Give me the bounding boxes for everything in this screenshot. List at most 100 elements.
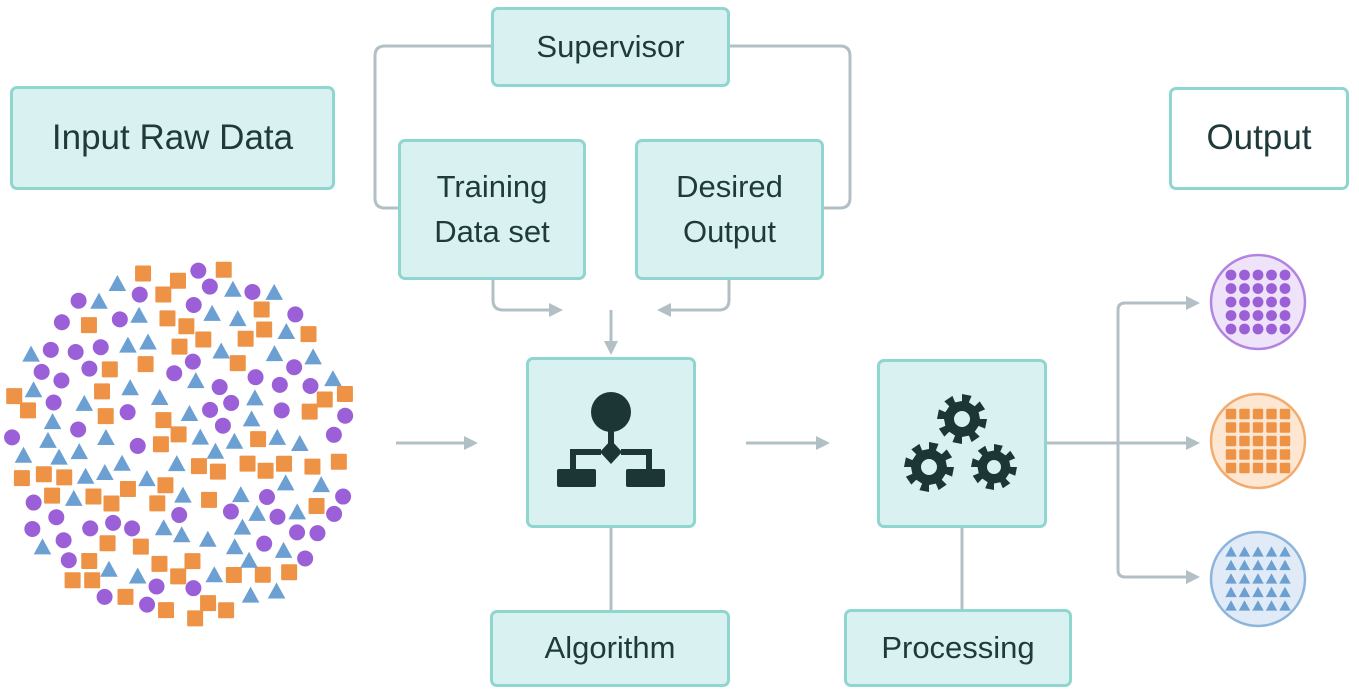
triangle-cluster-item xyxy=(1279,600,1291,611)
circle-cluster-item xyxy=(1279,296,1291,308)
triangle-cluster-item xyxy=(1238,586,1251,598)
triangle-data-point xyxy=(33,538,52,555)
blue-triangles-cluster xyxy=(1209,530,1307,628)
circle-data-point xyxy=(96,588,113,605)
square-data-point xyxy=(190,458,207,475)
circle-cluster-item xyxy=(1266,310,1277,321)
circle-data-point xyxy=(119,404,136,421)
output-label: Output xyxy=(1206,118,1312,158)
square-data-point xyxy=(103,495,120,512)
square-cluster-item xyxy=(1279,462,1291,474)
triangle-data-point xyxy=(231,486,250,503)
triangle-data-point xyxy=(265,345,284,362)
triangle-data-point xyxy=(154,519,173,536)
triangle-data-point xyxy=(206,442,225,459)
triangle-data-point xyxy=(14,446,33,463)
training-data-set-label: Training Data set xyxy=(434,168,550,249)
triangle-data-point xyxy=(290,435,309,452)
square-data-point xyxy=(336,386,353,403)
triangle-data-point xyxy=(240,551,258,568)
square-data-point xyxy=(84,572,101,589)
triangle-data-point xyxy=(75,394,94,411)
circle-data-point xyxy=(214,417,231,434)
circle-data-point xyxy=(258,489,275,506)
square-data-point xyxy=(137,356,154,373)
triangle-cluster-item xyxy=(1252,573,1264,584)
circle-data-point xyxy=(105,514,122,531)
circle-data-point xyxy=(82,520,99,537)
square-data-point xyxy=(200,595,217,612)
triangle-data-point xyxy=(265,283,283,300)
circle-data-point xyxy=(81,360,98,377)
triangle-data-point xyxy=(97,428,115,445)
triangle-data-point xyxy=(150,388,169,405)
square-cluster-item xyxy=(1225,462,1237,474)
triangle-cluster-item xyxy=(1265,559,1278,571)
triangle-cluster-item xyxy=(1279,573,1291,584)
circle-cluster-item xyxy=(1252,283,1264,294)
circle-data-point xyxy=(271,376,288,393)
circle-cluster-item xyxy=(1225,296,1237,308)
circle-data-point xyxy=(309,525,326,542)
square-data-point xyxy=(135,265,152,282)
gears-icon xyxy=(904,393,1017,492)
triangle-cluster-item xyxy=(1225,586,1237,598)
square-data-point xyxy=(101,361,118,378)
circle-data-point xyxy=(4,429,21,446)
triangle-cluster-item xyxy=(1238,573,1251,584)
triangle-data-point xyxy=(113,454,131,471)
square-cluster-item xyxy=(1266,449,1277,460)
square-data-point xyxy=(35,466,52,483)
triangle-data-point xyxy=(22,345,40,362)
square-data-point xyxy=(330,453,347,470)
square-cluster-item xyxy=(1252,408,1264,420)
circle-cluster-item xyxy=(1266,296,1277,308)
circle-data-point xyxy=(111,311,128,328)
circle-data-point xyxy=(124,520,141,537)
triangle-cluster-item xyxy=(1279,546,1291,557)
circle-data-point xyxy=(33,363,50,380)
circle-data-point xyxy=(60,552,77,569)
triangle-data-point xyxy=(187,372,205,389)
square-data-point xyxy=(56,469,73,486)
circle-data-point xyxy=(286,359,303,376)
circle-data-point xyxy=(53,314,70,331)
square-data-point xyxy=(94,383,111,400)
triangle-data-point xyxy=(324,370,342,387)
square-data-point xyxy=(239,455,256,472)
circle-data-point xyxy=(70,292,87,309)
triangle-data-point xyxy=(191,428,210,445)
square-data-point xyxy=(201,491,218,508)
square-cluster-item xyxy=(1225,449,1237,460)
triangle-cluster-item xyxy=(1252,559,1264,571)
circle-data-point xyxy=(171,507,188,524)
square-cluster-item xyxy=(1225,408,1237,420)
triangle-data-point xyxy=(70,443,89,460)
circle-data-point xyxy=(185,580,202,597)
circle-data-point xyxy=(202,401,219,418)
circle-data-point xyxy=(25,494,42,511)
triangle-data-point xyxy=(233,518,252,535)
triangle-data-point xyxy=(228,310,247,327)
circle-cluster-item xyxy=(1252,310,1264,321)
square-cluster-item xyxy=(1239,449,1250,460)
circle-cluster-item xyxy=(1266,283,1277,294)
triangle-data-point xyxy=(39,431,57,448)
square-data-point xyxy=(80,317,97,334)
square-cluster-item xyxy=(1279,449,1291,460)
circle-data-point xyxy=(273,402,290,419)
training-data-set-box: Training Data set xyxy=(398,139,586,280)
triangle-cluster-item xyxy=(1265,573,1278,584)
triangle-data-point xyxy=(274,541,293,558)
circle-cluster-item xyxy=(1225,269,1237,281)
triangle-data-point xyxy=(277,323,296,340)
square-cluster-item xyxy=(1266,408,1277,420)
triangle-data-point xyxy=(203,304,221,321)
supervisor-label: Supervisor xyxy=(536,28,685,64)
gear-icon xyxy=(971,443,1017,490)
circle-data-point xyxy=(67,344,84,361)
circle-data-point xyxy=(45,394,62,411)
circle-data-point xyxy=(326,505,343,522)
